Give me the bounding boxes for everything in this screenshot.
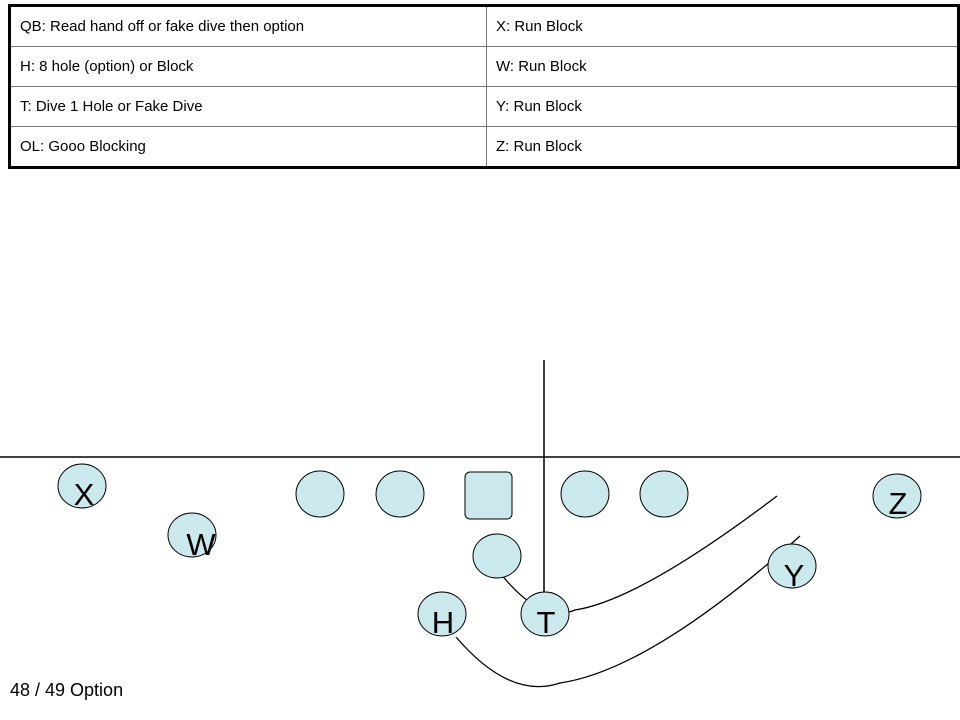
player-w-label: W — [186, 527, 216, 562]
lineman-circle — [639, 470, 689, 518]
assignment-cell: X: Run Block — [486, 5, 959, 47]
lineman-circle — [560, 470, 610, 518]
player-t-circle — [520, 591, 570, 637]
option-route-path — [455, 535, 801, 688]
player-z-circle — [872, 473, 922, 519]
lineman-circle — [295, 470, 345, 518]
assignment-cell: Z: Run Block — [486, 126, 959, 168]
player-z-label: Z — [889, 486, 908, 521]
player-h-label: H — [432, 605, 454, 640]
slide-caption: 48 / 49 Option — [10, 680, 124, 700]
player-y-circle — [767, 543, 817, 589]
table-row: OL: Gooo Blocking Z: Run Block — [9, 126, 959, 168]
assignment-table: QB: Read hand off or fake dive then opti… — [8, 4, 960, 169]
player-x-circle — [57, 463, 107, 509]
center-square — [464, 471, 513, 520]
player-y-label: Y — [784, 558, 805, 593]
player-x-label: X — [74, 477, 95, 512]
player-h-circle — [417, 591, 467, 637]
player-w-circle — [167, 512, 217, 558]
quarterback-circle — [472, 533, 522, 579]
player-t-label: T — [537, 605, 556, 640]
table-row: H: 8 hole (option) or Block W: Run Block — [9, 46, 959, 87]
lineman-circle — [375, 470, 425, 518]
table-row: QB: Read hand off or fake dive then opti… — [9, 5, 959, 47]
